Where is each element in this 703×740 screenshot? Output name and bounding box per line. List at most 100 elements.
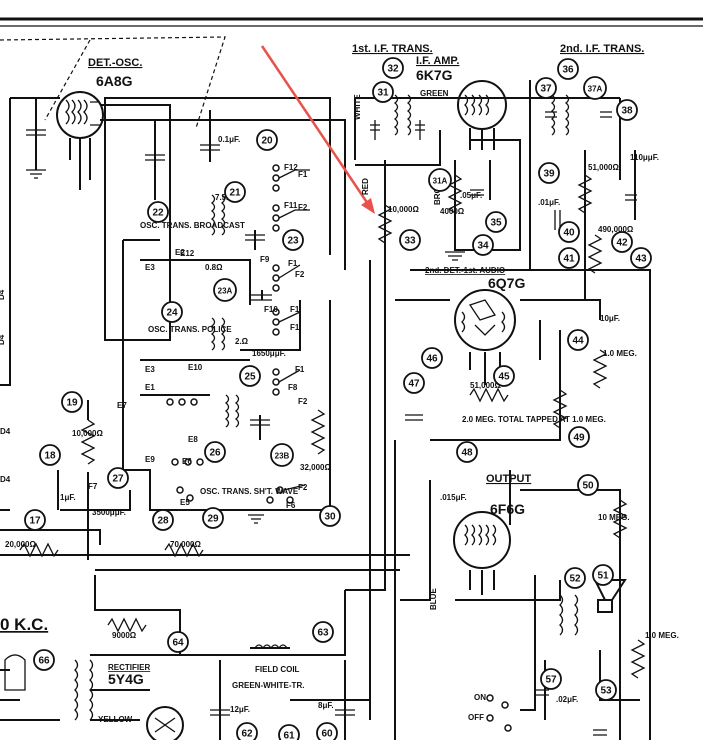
resistor-10000-33 bbox=[377, 204, 393, 244]
callout-circle bbox=[152, 509, 174, 531]
callout-number: 53 bbox=[600, 686, 612, 697]
if1-label: 1st. I.F. TRANS. bbox=[352, 43, 433, 55]
callout-48: 48 bbox=[456, 441, 478, 463]
callout-number: 63 bbox=[317, 628, 329, 639]
wire-color-label: ON bbox=[474, 693, 486, 702]
ground-sw bbox=[248, 514, 264, 524]
wire-color-label: GREEN bbox=[420, 89, 449, 98]
callout-number: 40 bbox=[563, 228, 575, 239]
terminal-label: E9 bbox=[145, 455, 155, 464]
callout-number: 29 bbox=[207, 514, 219, 525]
dashed-shield-diag bbox=[44, 39, 91, 121]
cap-20 bbox=[200, 144, 220, 151]
callout-51: 51 bbox=[592, 564, 614, 586]
callout-45: 45 bbox=[493, 365, 515, 387]
callout-26: 26 bbox=[204, 441, 226, 463]
callout-number: 25 bbox=[244, 372, 256, 383]
switch-block-frame bbox=[122, 239, 331, 511]
wire-rect bbox=[0, 654, 240, 721]
det-osc-label: DET.-OSC. bbox=[88, 57, 142, 69]
if1-transformer bbox=[370, 94, 425, 140]
if2-label: 2nd. I.F. TRANS. bbox=[560, 43, 644, 55]
pilot-lamp-icon bbox=[4, 654, 26, 691]
value-label: 2.Ω bbox=[235, 337, 249, 346]
value-label: 51,000Ω bbox=[470, 381, 501, 390]
wire-det bbox=[395, 269, 651, 740]
callout-circle bbox=[595, 679, 617, 701]
wire-color-label: RED bbox=[361, 178, 370, 195]
callout-circle bbox=[611, 231, 633, 253]
wire-output bbox=[400, 470, 621, 740]
value-label: 110μμF. bbox=[630, 153, 659, 162]
terminal-label: E3 bbox=[145, 263, 155, 272]
switch-cap-plates bbox=[245, 234, 272, 426]
resistor-1meg-53 bbox=[630, 639, 646, 679]
terminal-label: F1 bbox=[290, 323, 300, 332]
callout-number: 61 bbox=[283, 731, 295, 740]
callout-circle bbox=[568, 426, 590, 448]
terminal-label: D4 bbox=[0, 334, 6, 345]
callout-circle bbox=[33, 649, 55, 671]
callout-43: 43 bbox=[630, 247, 652, 269]
terminal-label: E5 bbox=[180, 498, 190, 507]
value-label: .02μF. bbox=[556, 695, 578, 704]
callout-number: 43 bbox=[635, 254, 647, 265]
terminal-label: D4 bbox=[0, 289, 6, 300]
callout-number: 48 bbox=[461, 448, 473, 459]
callout-circle bbox=[564, 567, 586, 589]
filter-caps bbox=[210, 709, 355, 716]
value-label: 0.1μF. bbox=[218, 135, 240, 144]
callout-37: 37 bbox=[535, 77, 557, 99]
callout-circle bbox=[213, 278, 237, 302]
ground-if bbox=[445, 251, 465, 261]
callout-31A: 31A bbox=[428, 168, 452, 192]
cap-left bbox=[26, 129, 46, 136]
terminal-label: F1 bbox=[298, 170, 308, 179]
value-label: 1μF. bbox=[60, 493, 76, 502]
callout-35: 35 bbox=[485, 211, 507, 233]
value-label: 1650μμF. bbox=[252, 349, 286, 358]
cap-if2 bbox=[554, 194, 637, 230]
callout-number: 39 bbox=[543, 169, 555, 180]
if-amp-tube-label: 6K7G bbox=[416, 67, 453, 83]
callout-18: 18 bbox=[39, 444, 61, 466]
callout-number: 37A bbox=[588, 85, 603, 94]
callout-circle bbox=[540, 668, 562, 690]
terminal-label: D4 bbox=[0, 475, 11, 484]
callout-number: 22 bbox=[152, 208, 164, 219]
resistor-10000-left bbox=[80, 419, 96, 465]
wire-verticals bbox=[345, 160, 396, 740]
terminal-label: F2 bbox=[298, 483, 308, 492]
freq-label: 0 K.C. bbox=[0, 615, 48, 634]
callout-circle bbox=[535, 77, 557, 99]
callout-20: 20 bbox=[256, 129, 278, 151]
value-label: 3500μμF. bbox=[92, 508, 126, 517]
callout-22: 22 bbox=[147, 201, 169, 223]
callout-circle bbox=[61, 391, 83, 413]
callout-33: 33 bbox=[399, 229, 421, 251]
callout-circle bbox=[428, 168, 452, 192]
cap-05 bbox=[470, 189, 484, 196]
callout-24: 24 bbox=[161, 301, 183, 323]
value-label: 10μF. bbox=[600, 314, 620, 323]
callout-36: 36 bbox=[557, 58, 579, 80]
value-label: 9000Ω bbox=[112, 631, 137, 640]
callout-circle bbox=[616, 99, 638, 121]
callout-number: 33 bbox=[404, 236, 416, 247]
callout-number: 64 bbox=[172, 638, 184, 649]
wire-color-label: WHITE bbox=[353, 94, 362, 120]
callout-66: 66 bbox=[33, 649, 55, 671]
callout-number: 23A bbox=[218, 287, 233, 296]
field-coil-wires-label: GREEN-WHITE-TR. bbox=[232, 681, 304, 690]
value-label: 10 MEG. bbox=[598, 513, 630, 522]
callout-number: 36 bbox=[562, 65, 574, 76]
callout-23B: 23B bbox=[270, 443, 294, 467]
callout-number: 17 bbox=[29, 516, 41, 527]
resistor-1meg-44 bbox=[592, 349, 608, 389]
output-tube-label: 6F6G bbox=[490, 501, 525, 517]
resistor-51000-46 bbox=[469, 387, 509, 403]
callout-63: 63 bbox=[312, 621, 334, 643]
value-label: 0.8Ω bbox=[205, 263, 223, 272]
